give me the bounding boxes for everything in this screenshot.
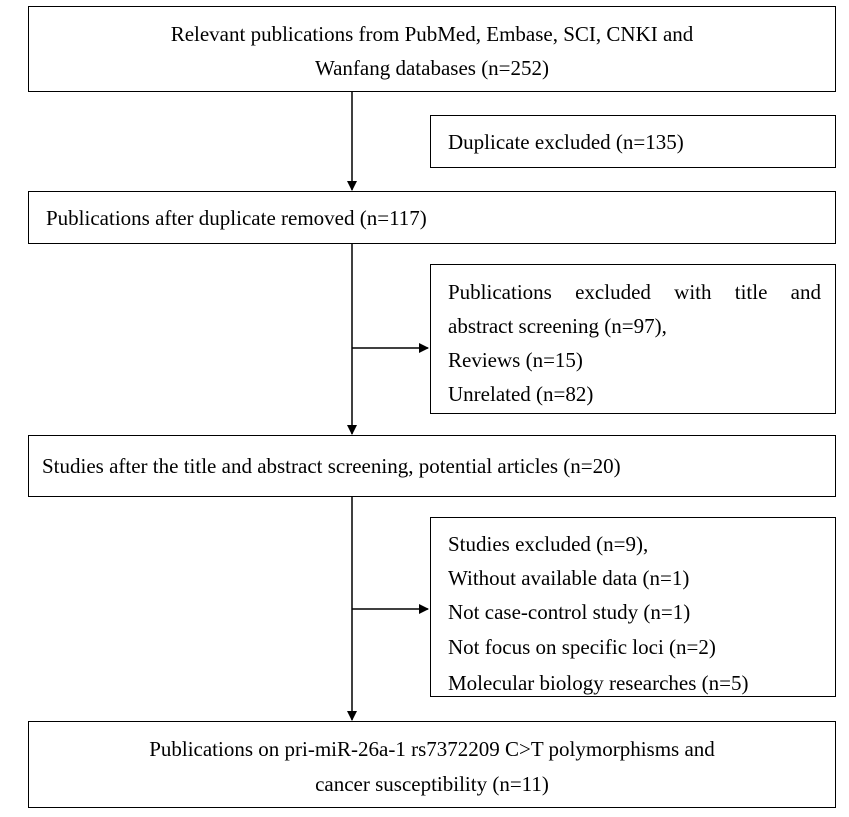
box-title-abstract-excluded-line3: Reviews (n=15)	[448, 348, 583, 372]
box-studies-excluded-line5: Molecular biology researches (n=5)	[448, 671, 749, 695]
box-included-publications-line1: Publications on pri-miR-26a-1 rs7372209 …	[149, 737, 715, 761]
box-title-abstract-excluded-line2: abstract screening (n=97),	[448, 314, 667, 338]
box-after-duplicate-removed: Publications after duplicate removed (n=…	[28, 191, 836, 244]
box-title-abstract-excluded-line1: Publications excluded with title and	[448, 280, 821, 304]
box-identification-line1: Relevant publications from PubMed, Embas…	[170, 22, 694, 46]
box-duplicate-excluded: Duplicate excluded (n=135)	[430, 115, 836, 168]
box-studies-excluded-line2: Without available data (n=1)	[448, 566, 690, 590]
box-identification-line2: Wanfang databases (n=252)	[314, 56, 550, 80]
box-after-screening-line1: Studies after the title and abstract scr…	[42, 454, 621, 478]
box-studies-excluded-line4: Not focus on specific loci (n=2)	[448, 635, 716, 659]
box-studies-excluded: Studies excluded (n=9), Without availabl…	[430, 517, 836, 697]
box-identification: Relevant publications from PubMed, Embas…	[28, 6, 836, 92]
box-duplicate-excluded-line1: Duplicate excluded (n=135)	[448, 130, 684, 154]
box-studies-excluded-line3: Not case-control study (n=1)	[448, 600, 691, 624]
box-included-publications-line2: cancer susceptibility (n=11)	[315, 772, 549, 796]
box-after-duplicate-removed-line1: Publications after duplicate removed (n=…	[46, 206, 427, 230]
box-title-abstract-excluded-line4: Unrelated (n=82)	[448, 382, 594, 406]
box-included-publications: Publications on pri-miR-26a-1 rs7372209 …	[28, 721, 836, 808]
box-studies-excluded-line1: Studies excluded (n=9),	[448, 532, 649, 556]
box-after-screening: Studies after the title and abstract scr…	[28, 435, 836, 497]
box-title-abstract-excluded: Publications excluded with title and abs…	[430, 264, 836, 414]
